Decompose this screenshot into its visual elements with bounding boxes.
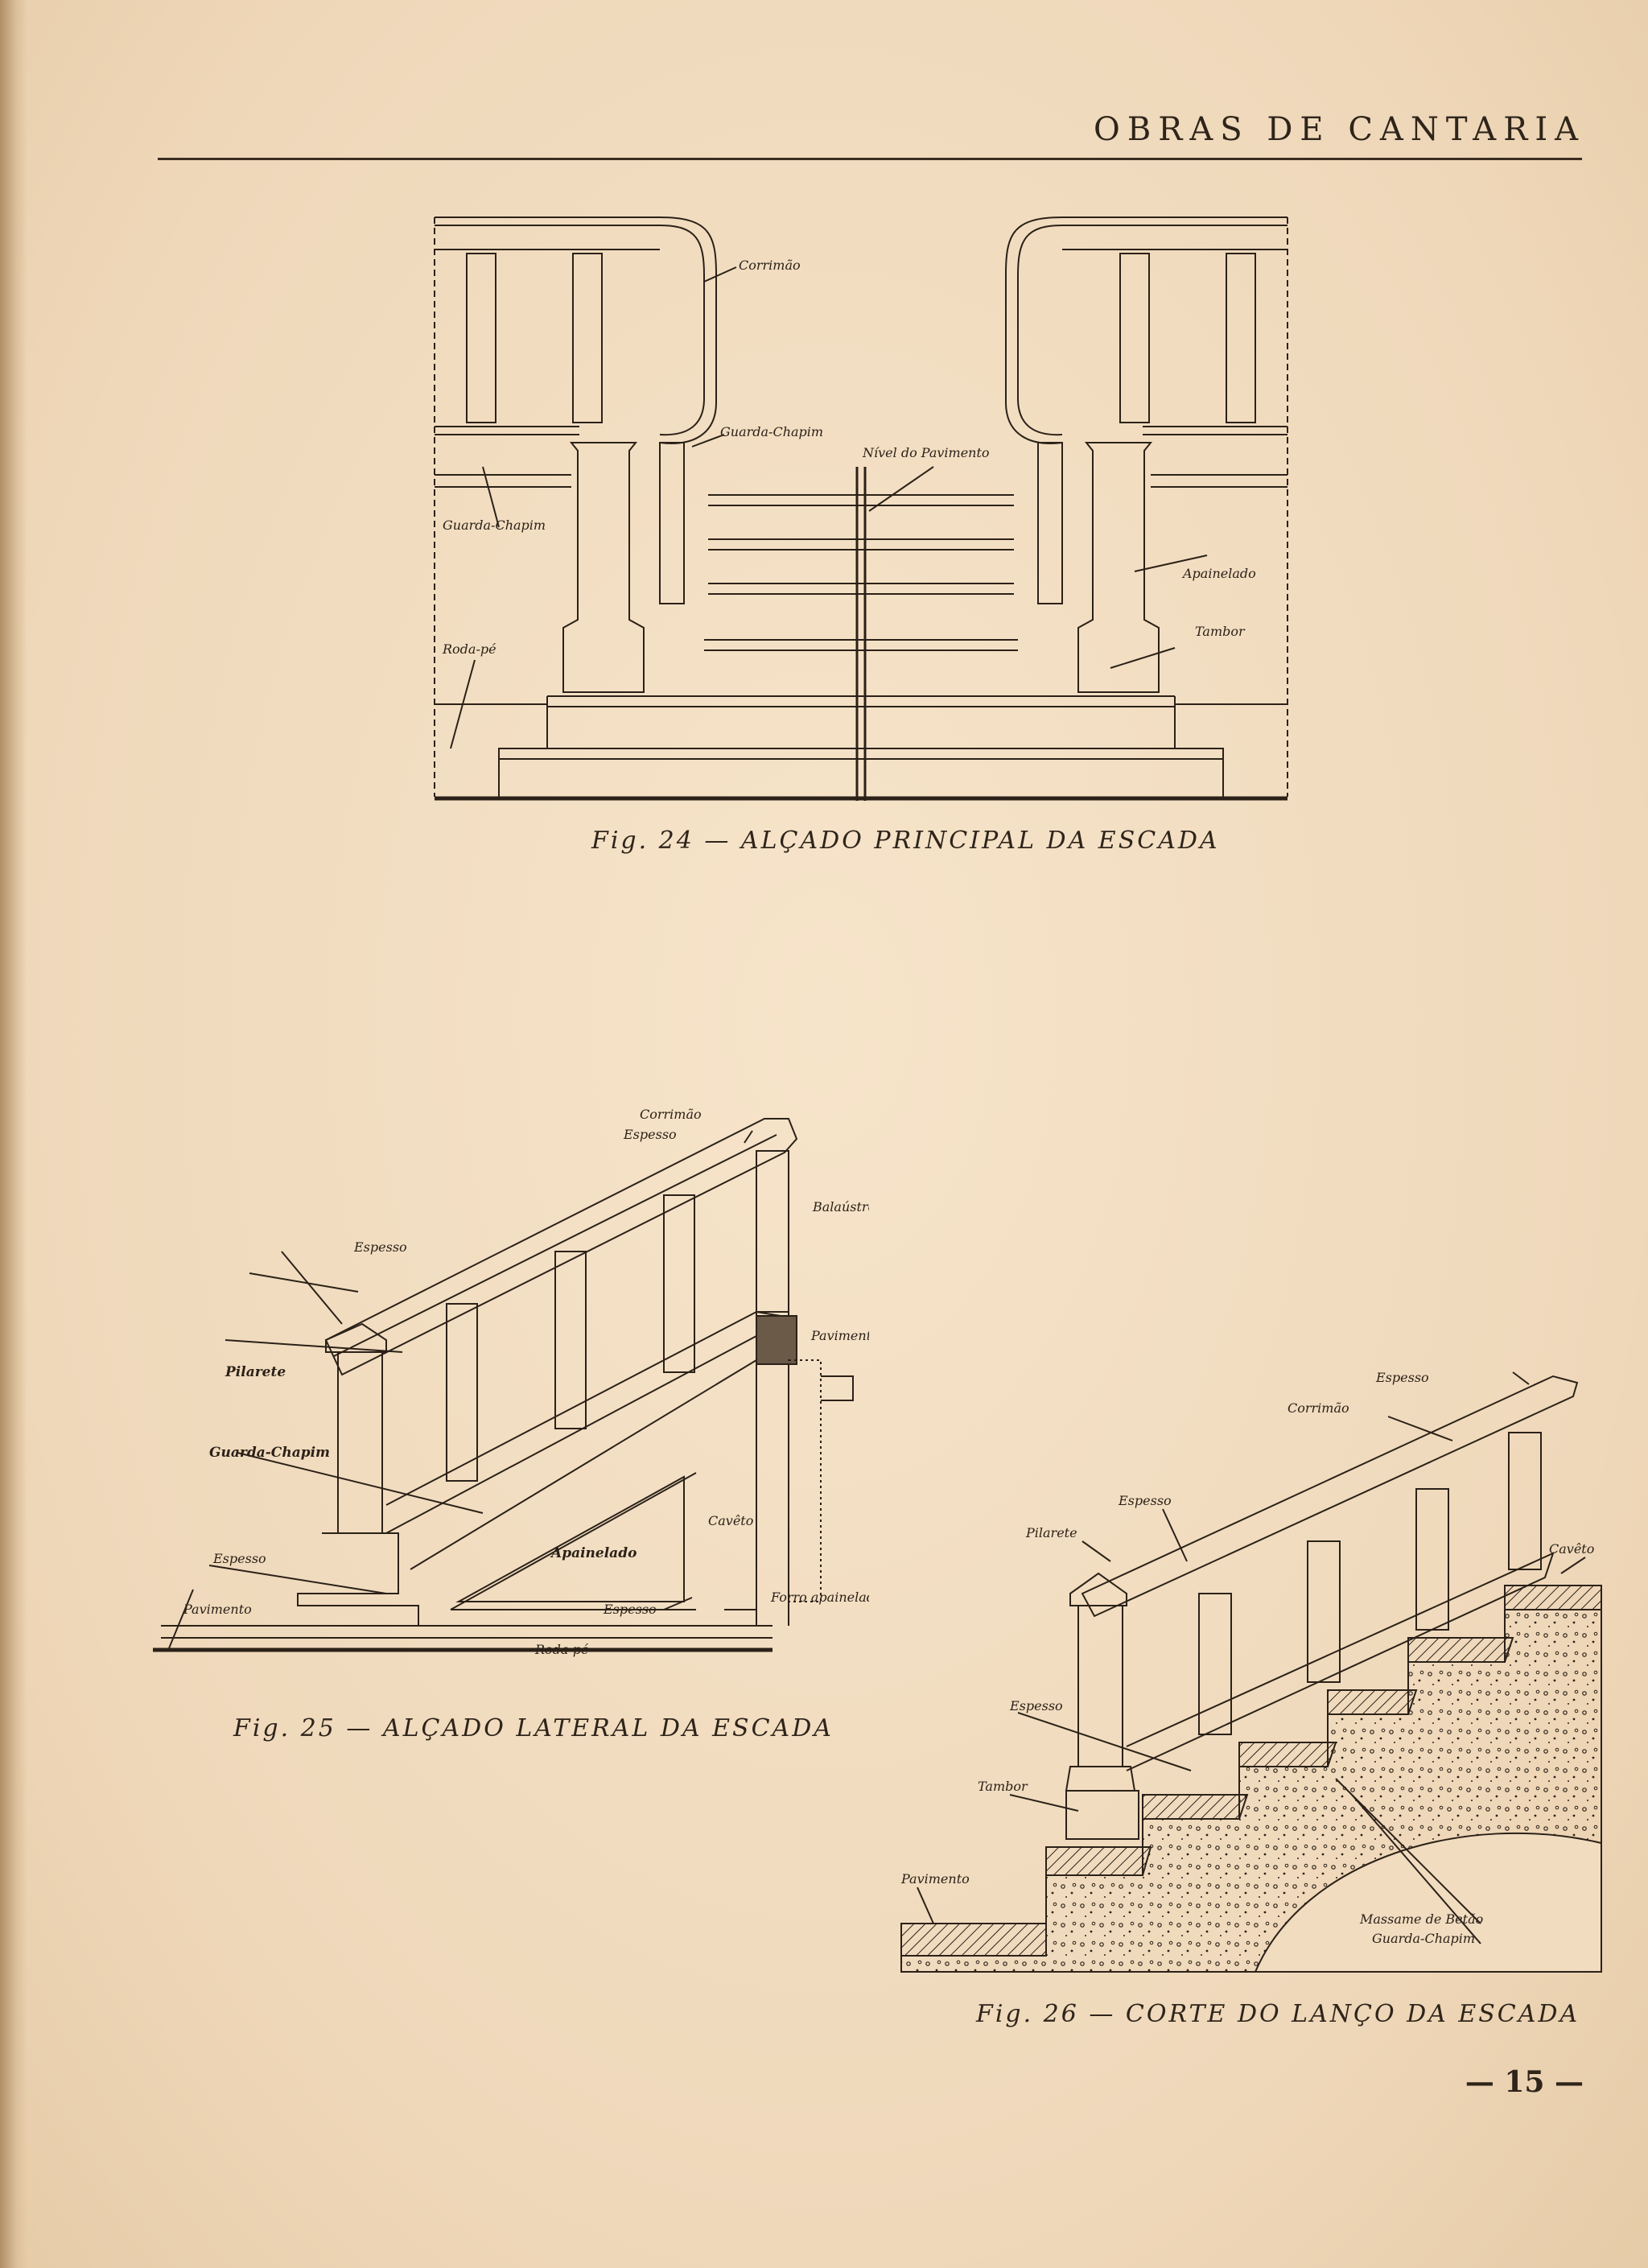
page-number: — 15 —: [1465, 2065, 1584, 2099]
figure-26-section: Espesso Corrimão Espesso Pilarete Cavêto…: [885, 1360, 1625, 1988]
label-guarda-chapim: Guarda-Chapim: [209, 1445, 330, 1461]
label-espesso-mid: Espesso: [1118, 1493, 1172, 1508]
label-corrimao: Corrimão: [640, 1107, 702, 1122]
label-nivel-pavimento: Nível do Pavimento: [862, 445, 990, 460]
binding-shadow: [0, 0, 27, 2268]
label-pilarete: Pilarete: [1025, 1525, 1077, 1540]
label-espesso-low: Espesso: [1009, 1698, 1063, 1713]
label-pavimento: Pavimento: [183, 1602, 252, 1617]
label-roda-pe: Roda-pé: [442, 641, 496, 657]
label-pavimento: Pavimento: [900, 1871, 970, 1887]
label-guarda-chapim-a: Guarda-Chapim: [720, 424, 823, 439]
label-roda-pe: Roda-pé: [534, 1642, 589, 1657]
label-massame: Massame de Betão: [1359, 1911, 1483, 1927]
label-pilarete: Pilarete: [225, 1364, 286, 1380]
label-forro-apainelado: Forro apainelado: [770, 1590, 869, 1605]
label-balaustre: Balaústre: [812, 1199, 869, 1214]
label-caveto: Cavêto: [708, 1513, 753, 1528]
label-espesso-left: Espesso: [353, 1239, 407, 1255]
running-title: OBRAS DE CANTARIA: [1094, 111, 1585, 148]
figure-26-caption: Fig. 26 — CORTE DO LANÇO DA ESCADA: [976, 2000, 1580, 2028]
label-espesso-mid: Espesso: [212, 1551, 266, 1566]
figure-24-caption: Fig. 24 — ALÇADO PRINCIPAL DA ESCADA: [591, 827, 1220, 855]
header-rule: [158, 158, 1582, 160]
figure-24-front-elevation: Corrimão Guarda-Chapim Nível do Paviment…: [418, 201, 1304, 813]
label-espesso-low: Espesso: [603, 1602, 657, 1617]
label-corrimao: Corrimão: [739, 258, 801, 273]
label-guarda-chapim-b: Guarda-Chapim: [443, 518, 546, 533]
figure-25-caption: Fig. 25 — ALÇADO LATERAL DA ESCADA: [233, 1714, 834, 1742]
label-apainelado: Apainelado: [550, 1545, 637, 1561]
label-apainelado: Apainelado: [1181, 566, 1256, 581]
stair-section-drawing: Espesso Corrimão Espesso Pilarete Cavêto…: [900, 1370, 1602, 1973]
stair-side-elevation-drawing: Corrimão Espesso Espesso Balaústre Pavim…: [153, 1107, 869, 1657]
label-tambor: Tambor: [978, 1779, 1028, 1794]
label-corrimao: Corrimão: [1288, 1400, 1349, 1416]
stair-front-elevation-drawing: Corrimão Guarda-Chapim Nível do Paviment…: [434, 216, 1288, 801]
label-caveto: Cavêto: [1549, 1541, 1594, 1557]
figure-25-side-elevation: Corrimão Espesso Espesso Balaústre Pavim…: [145, 1095, 869, 1706]
label-pavimento-right: Pavimento: [810, 1328, 869, 1343]
label-tambor: Tambor: [1195, 624, 1246, 639]
label-guarda-chapim: Guarda-Chapim: [1372, 1931, 1475, 1946]
label-espesso-top: Espesso: [1375, 1370, 1429, 1385]
label-espesso-top: Espesso: [623, 1127, 677, 1142]
